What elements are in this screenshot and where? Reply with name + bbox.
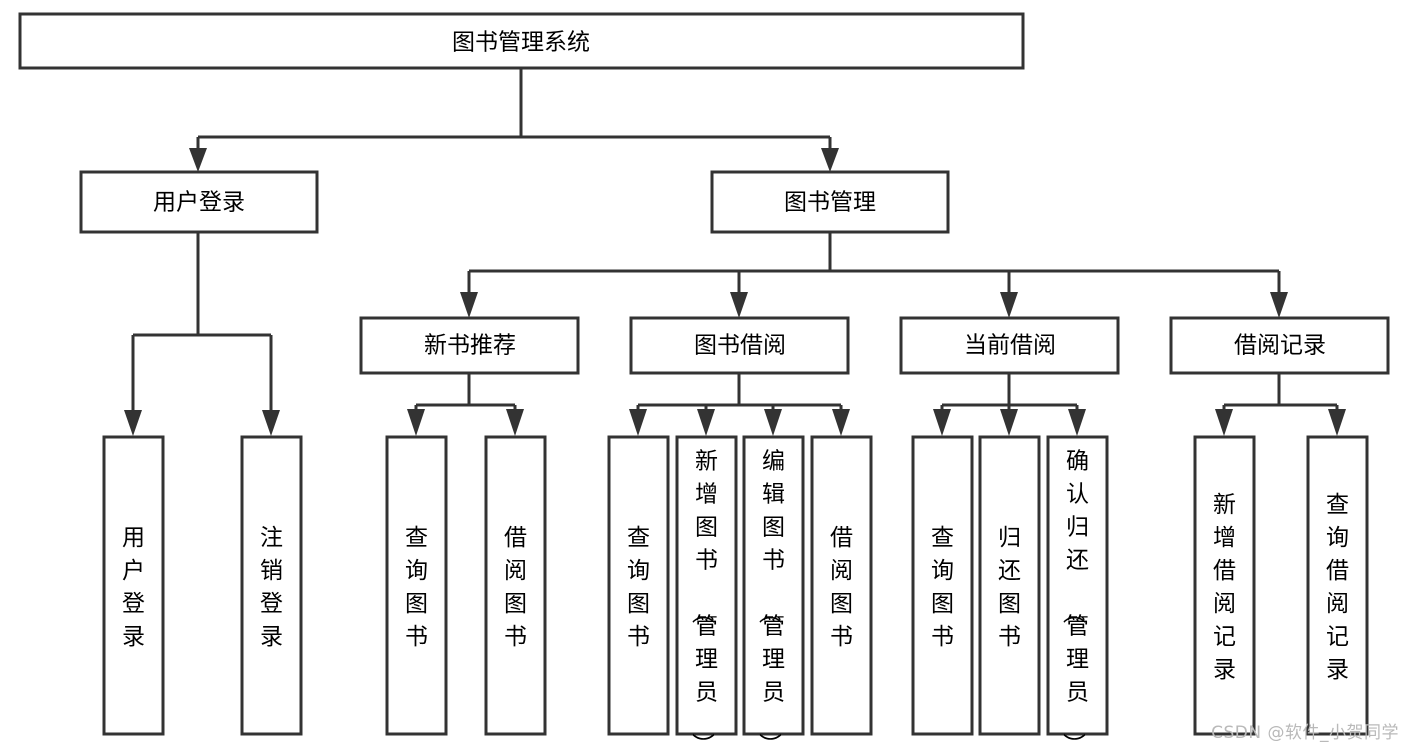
node-book-manage-box[interactable] [710,170,950,234]
leaf-edit-book-box[interactable] [742,435,805,736]
node-current-borrow[interactable]: 当前借阅 [899,316,1120,375]
arrow-to-book-manage [821,148,839,172]
leaf-edit-book-label: 编辑图书（管理员） [756,449,785,747]
node-current-borrow-label: 当前借阅 [964,333,1056,359]
leaf-add-record-label: 新增借阅记录 [1213,492,1236,683]
node-user-login[interactable]: 用户登录 [79,170,319,234]
leaf-add-record-box[interactable] [1193,435,1256,736]
leaf-user-login-box[interactable] [102,435,165,736]
arrow-to-leaf-confirm-return [1068,409,1086,436]
leaf-borrow-book-1-label: 借阅图书 [504,525,527,650]
node-user-login-box[interactable] [79,170,319,234]
node-new-book-rec-label: 新书推荐 [424,333,516,359]
arrow-to-leaf-add-book [697,409,715,436]
leaf-query-book-3-box[interactable] [911,435,974,736]
leaf-confirm-return-box[interactable] [1046,435,1109,736]
node-root-box[interactable] [18,12,1025,70]
arrow-to-leaf-query-book-3 [933,409,951,436]
leaf-labels-group: 用户登录 注销登录 查询图书 借阅图书 查询图书 新增图书（管理员） 编辑图书（管理员） 借阅… [122,449,1349,747]
leaf-query-record-label: 查询借阅记录 [1326,492,1349,683]
node-borrow-record[interactable]: 借阅记录 [1169,316,1390,375]
arrow-to-leaf-user-login [124,410,142,436]
leaf-user-login-label: 用户登录 [122,525,145,650]
arrow-to-current-borrow [1000,292,1018,318]
edges-group [124,68,1346,436]
arrow-to-leaf-query-book-2 [629,409,647,436]
leaf-query-book-1-label: 查询图书 [405,525,428,650]
node-borrow-record-label: 借阅记录 [1234,333,1326,359]
arrow-to-book-borrow [730,292,748,318]
node-book-manage-label: 图书管理 [784,190,876,216]
arrow-to-leaf-add-record [1215,409,1233,436]
arrow-to-leaf-return-book [1000,409,1018,436]
arrow-to-leaf-query-book-1 [407,409,425,436]
node-new-book-rec-box[interactable] [359,316,580,375]
leaf-borrow-book-1-box[interactable] [484,435,547,736]
arrow-to-leaf-edit-book [764,409,782,436]
node-borrow-record-box[interactable] [1169,316,1390,375]
leaf-query-book-3-label: 查询图书 [931,525,954,650]
arrow-to-leaf-query-record [1328,409,1346,436]
arrow-to-new-book-rec [460,292,478,318]
leaf-user-logout-label: 注销登录 [260,525,283,650]
node-new-book-rec[interactable]: 新书推荐 [359,316,580,375]
arrow-to-borrow-record [1270,292,1288,318]
leaf-query-book-2-label: 查询图书 [627,525,650,650]
leaf-query-record-box[interactable] [1306,435,1369,736]
arrow-to-leaf-user-logout [262,410,280,436]
leaf-return-book-label: 归还图书 [998,525,1021,650]
arrow-to-user-login [189,148,207,172]
node-current-borrow-box[interactable] [899,316,1120,375]
node-book-manage[interactable]: 图书管理 [710,170,950,234]
node-root-label: 图书管理系统 [452,30,590,56]
leaf-add-book-label: 新增图书（管理员） [689,449,718,747]
leaf-query-book-2-box[interactable] [607,435,670,736]
leaf-user-logout-box[interactable] [240,435,303,736]
node-user-login-label: 用户登录 [153,190,245,216]
leaf-borrow-book-2-label: 借阅图书 [830,525,853,650]
arrow-to-leaf-borrow-book-2 [832,409,850,436]
leaf-add-book-box[interactable] [675,435,738,736]
leaf-borrow-book-2-box[interactable] [810,435,873,736]
node-root[interactable]: 图书管理系统 [18,12,1025,70]
leaf-nodes-group [102,435,1369,736]
leaf-return-book-box[interactable] [978,435,1041,736]
node-book-borrow[interactable]: 图书借阅 [629,316,850,375]
node-book-borrow-box[interactable] [629,316,850,375]
arrow-to-leaf-borrow-book-1 [506,409,524,436]
leaf-query-book-1-box[interactable] [385,435,448,736]
leaf-confirm-return-label: 确认归还（管理员） [1060,449,1089,747]
node-book-borrow-label: 图书借阅 [694,333,786,359]
